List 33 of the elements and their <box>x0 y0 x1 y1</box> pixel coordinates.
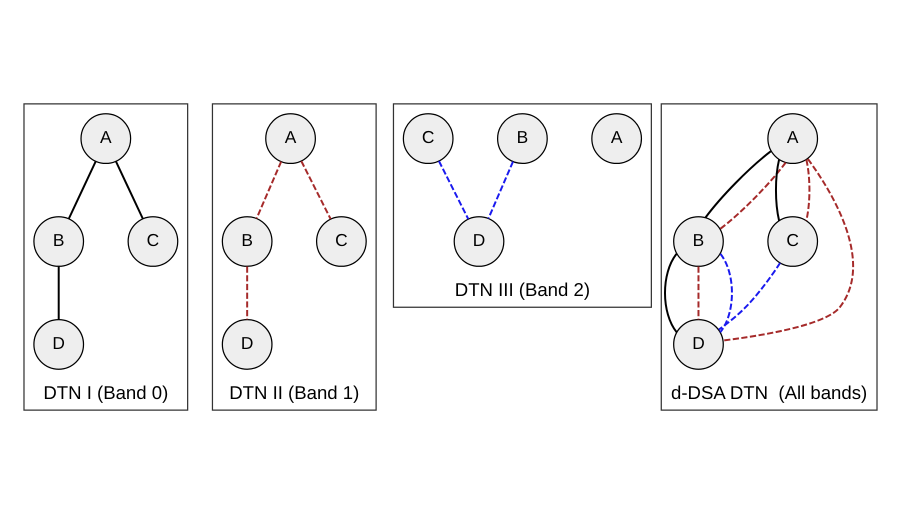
node-circle: D <box>222 319 273 370</box>
connector <box>58 266 60 320</box>
node-circle: B <box>33 216 84 267</box>
node-circle: B <box>222 216 273 267</box>
connector <box>115 161 144 219</box>
node-circle: A <box>591 113 642 164</box>
connector <box>723 158 854 342</box>
connector <box>488 161 514 219</box>
connector <box>256 161 282 219</box>
connector <box>664 253 678 333</box>
node-circle: B <box>497 113 548 164</box>
connector <box>719 162 786 230</box>
connector <box>68 161 96 219</box>
connector <box>246 266 248 320</box>
connector <box>697 266 700 320</box>
node-circle: C <box>402 113 454 164</box>
node-circle: A <box>767 113 818 164</box>
connector <box>300 160 332 220</box>
connector <box>704 150 772 218</box>
connector <box>805 159 810 221</box>
node-circle: A <box>265 113 316 164</box>
node-circle: C <box>128 216 178 267</box>
node-circle: D <box>673 319 724 370</box>
connector <box>718 262 781 330</box>
node-circle: A <box>80 113 132 164</box>
node-circle: C <box>316 216 367 267</box>
connector <box>774 159 780 221</box>
connector <box>438 160 470 220</box>
connector <box>719 253 733 333</box>
node-circle: C <box>767 216 818 267</box>
node-circle: D <box>33 319 84 370</box>
node-circle: B <box>673 216 724 267</box>
node-circle: D <box>454 216 504 267</box>
